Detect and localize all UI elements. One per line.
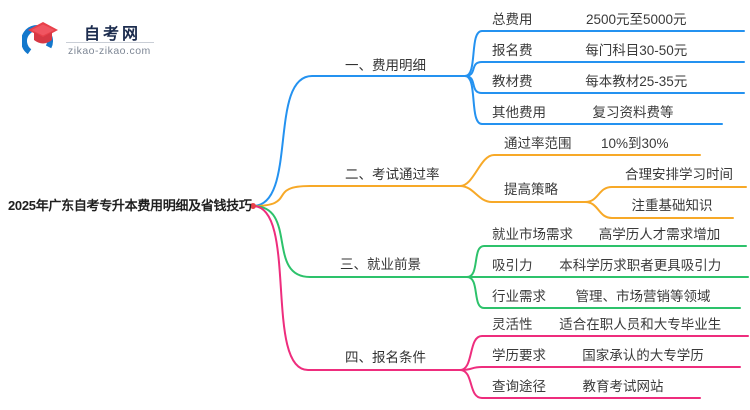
- leaf-value: 每本教材25-35元: [585, 74, 688, 89]
- edge-branch3-row1: [466, 245, 747, 278]
- branch-3-label: 三、就业前景: [340, 257, 421, 272]
- leaf-label: 学历要求: [492, 348, 546, 363]
- leaf-row: 教材费 每本教材25-35元: [482, 71, 740, 91]
- leaf-value: 合理安排学习时间: [625, 167, 733, 182]
- leaf-row: 查询途径 教育考试网站: [482, 376, 700, 396]
- site-logo: 自考网 zikao-zikao.com: [20, 14, 170, 64]
- edge-branch2-row2: [459, 185, 586, 203]
- graduation-cap-icon: [22, 22, 58, 57]
- logo-title: 自考网: [84, 26, 142, 43]
- leaf-row: 行业需求 管理、市场营销等领域: [482, 286, 740, 306]
- leaf-value: 适合在职人员和大专毕业生: [559, 317, 722, 332]
- leaf-label: 吸引力: [492, 258, 533, 273]
- edge-branch4-row1: [459, 335, 749, 371]
- edge-branch1-row4: [464, 75, 723, 125]
- leaf-row: 总费用 2500元至5000元: [482, 9, 740, 29]
- leaf-label: 查询途径: [492, 379, 546, 394]
- root-junction-dot: [250, 203, 256, 209]
- leaf-label: 报名费: [492, 43, 533, 58]
- leaf-row: 就业市场需求 高学历人才需求增加: [482, 224, 746, 244]
- leaf-label: 提高策略: [504, 182, 558, 197]
- edge-root-to-branch1: [252, 75, 466, 207]
- leaf-row: 其他费用 复习资料费等: [482, 102, 720, 122]
- leaf-label: 其他费用: [492, 105, 546, 120]
- leaf-value: 管理、市场营销等领域: [575, 289, 711, 304]
- leaf-label: 就业市场需求: [492, 227, 573, 242]
- leaf-value: 10%到30%: [600, 136, 669, 151]
- leaf-value: 国家承认的大专学历: [582, 348, 704, 363]
- edge-branch4-row3: [459, 369, 701, 399]
- leaf-value: 每门科目30-50元: [585, 43, 688, 58]
- leaf-row: 吸引力 本科学历求职者更具吸引力: [482, 255, 748, 275]
- root-node-title: 2025年广东自考专升本费用明细及省钱技巧: [8, 198, 252, 213]
- leaf-label: 灵活性: [492, 317, 533, 332]
- edge-branch4-row2: [459, 366, 741, 371]
- branch-1-label: 一、费用明细: [345, 58, 426, 73]
- branch-4-label: 四、报名条件: [345, 350, 426, 365]
- edge-branch2-row1: [459, 154, 701, 187]
- leaf-value: 注重基础知识: [631, 198, 713, 213]
- leaf-value: 高学历人才需求增加: [598, 227, 721, 242]
- branch-2-label: 二、考试通过率: [345, 167, 440, 182]
- leaf-row: 报名费 每门科目30-50元: [482, 40, 740, 60]
- edge-root-to-branch4: [252, 205, 461, 371]
- leaf-label: 通过率范围: [504, 136, 572, 151]
- logo-domain: zikao-zikao.com: [68, 45, 151, 57]
- leaf-row: 学历要求 国家承认的大专学历: [482, 345, 740, 365]
- leaf-value: 复习资料费等: [592, 105, 674, 120]
- edge-branch2-row2-sub2: [584, 201, 734, 219]
- edge-root-to-branch3: [252, 205, 468, 278]
- leaf-value: 教育考试网站: [582, 379, 664, 394]
- leaf-label: 行业需求: [492, 289, 546, 304]
- edge-root-to-branch2: [252, 185, 461, 207]
- edge-branch3-row3: [466, 276, 741, 309]
- leaf-label: 教材费: [492, 74, 533, 89]
- leaf-value: 本科学历求职者更具吸引力: [559, 258, 722, 273]
- logo-divider: [66, 42, 154, 43]
- leaf-value: 2500元至5000元: [585, 12, 687, 27]
- leaf-label: 总费用: [492, 12, 533, 27]
- leaf-row: 灵活性 适合在职人员和大专毕业生: [482, 314, 748, 334]
- leaf-row: 通过率范围 10%到30%: [494, 133, 698, 153]
